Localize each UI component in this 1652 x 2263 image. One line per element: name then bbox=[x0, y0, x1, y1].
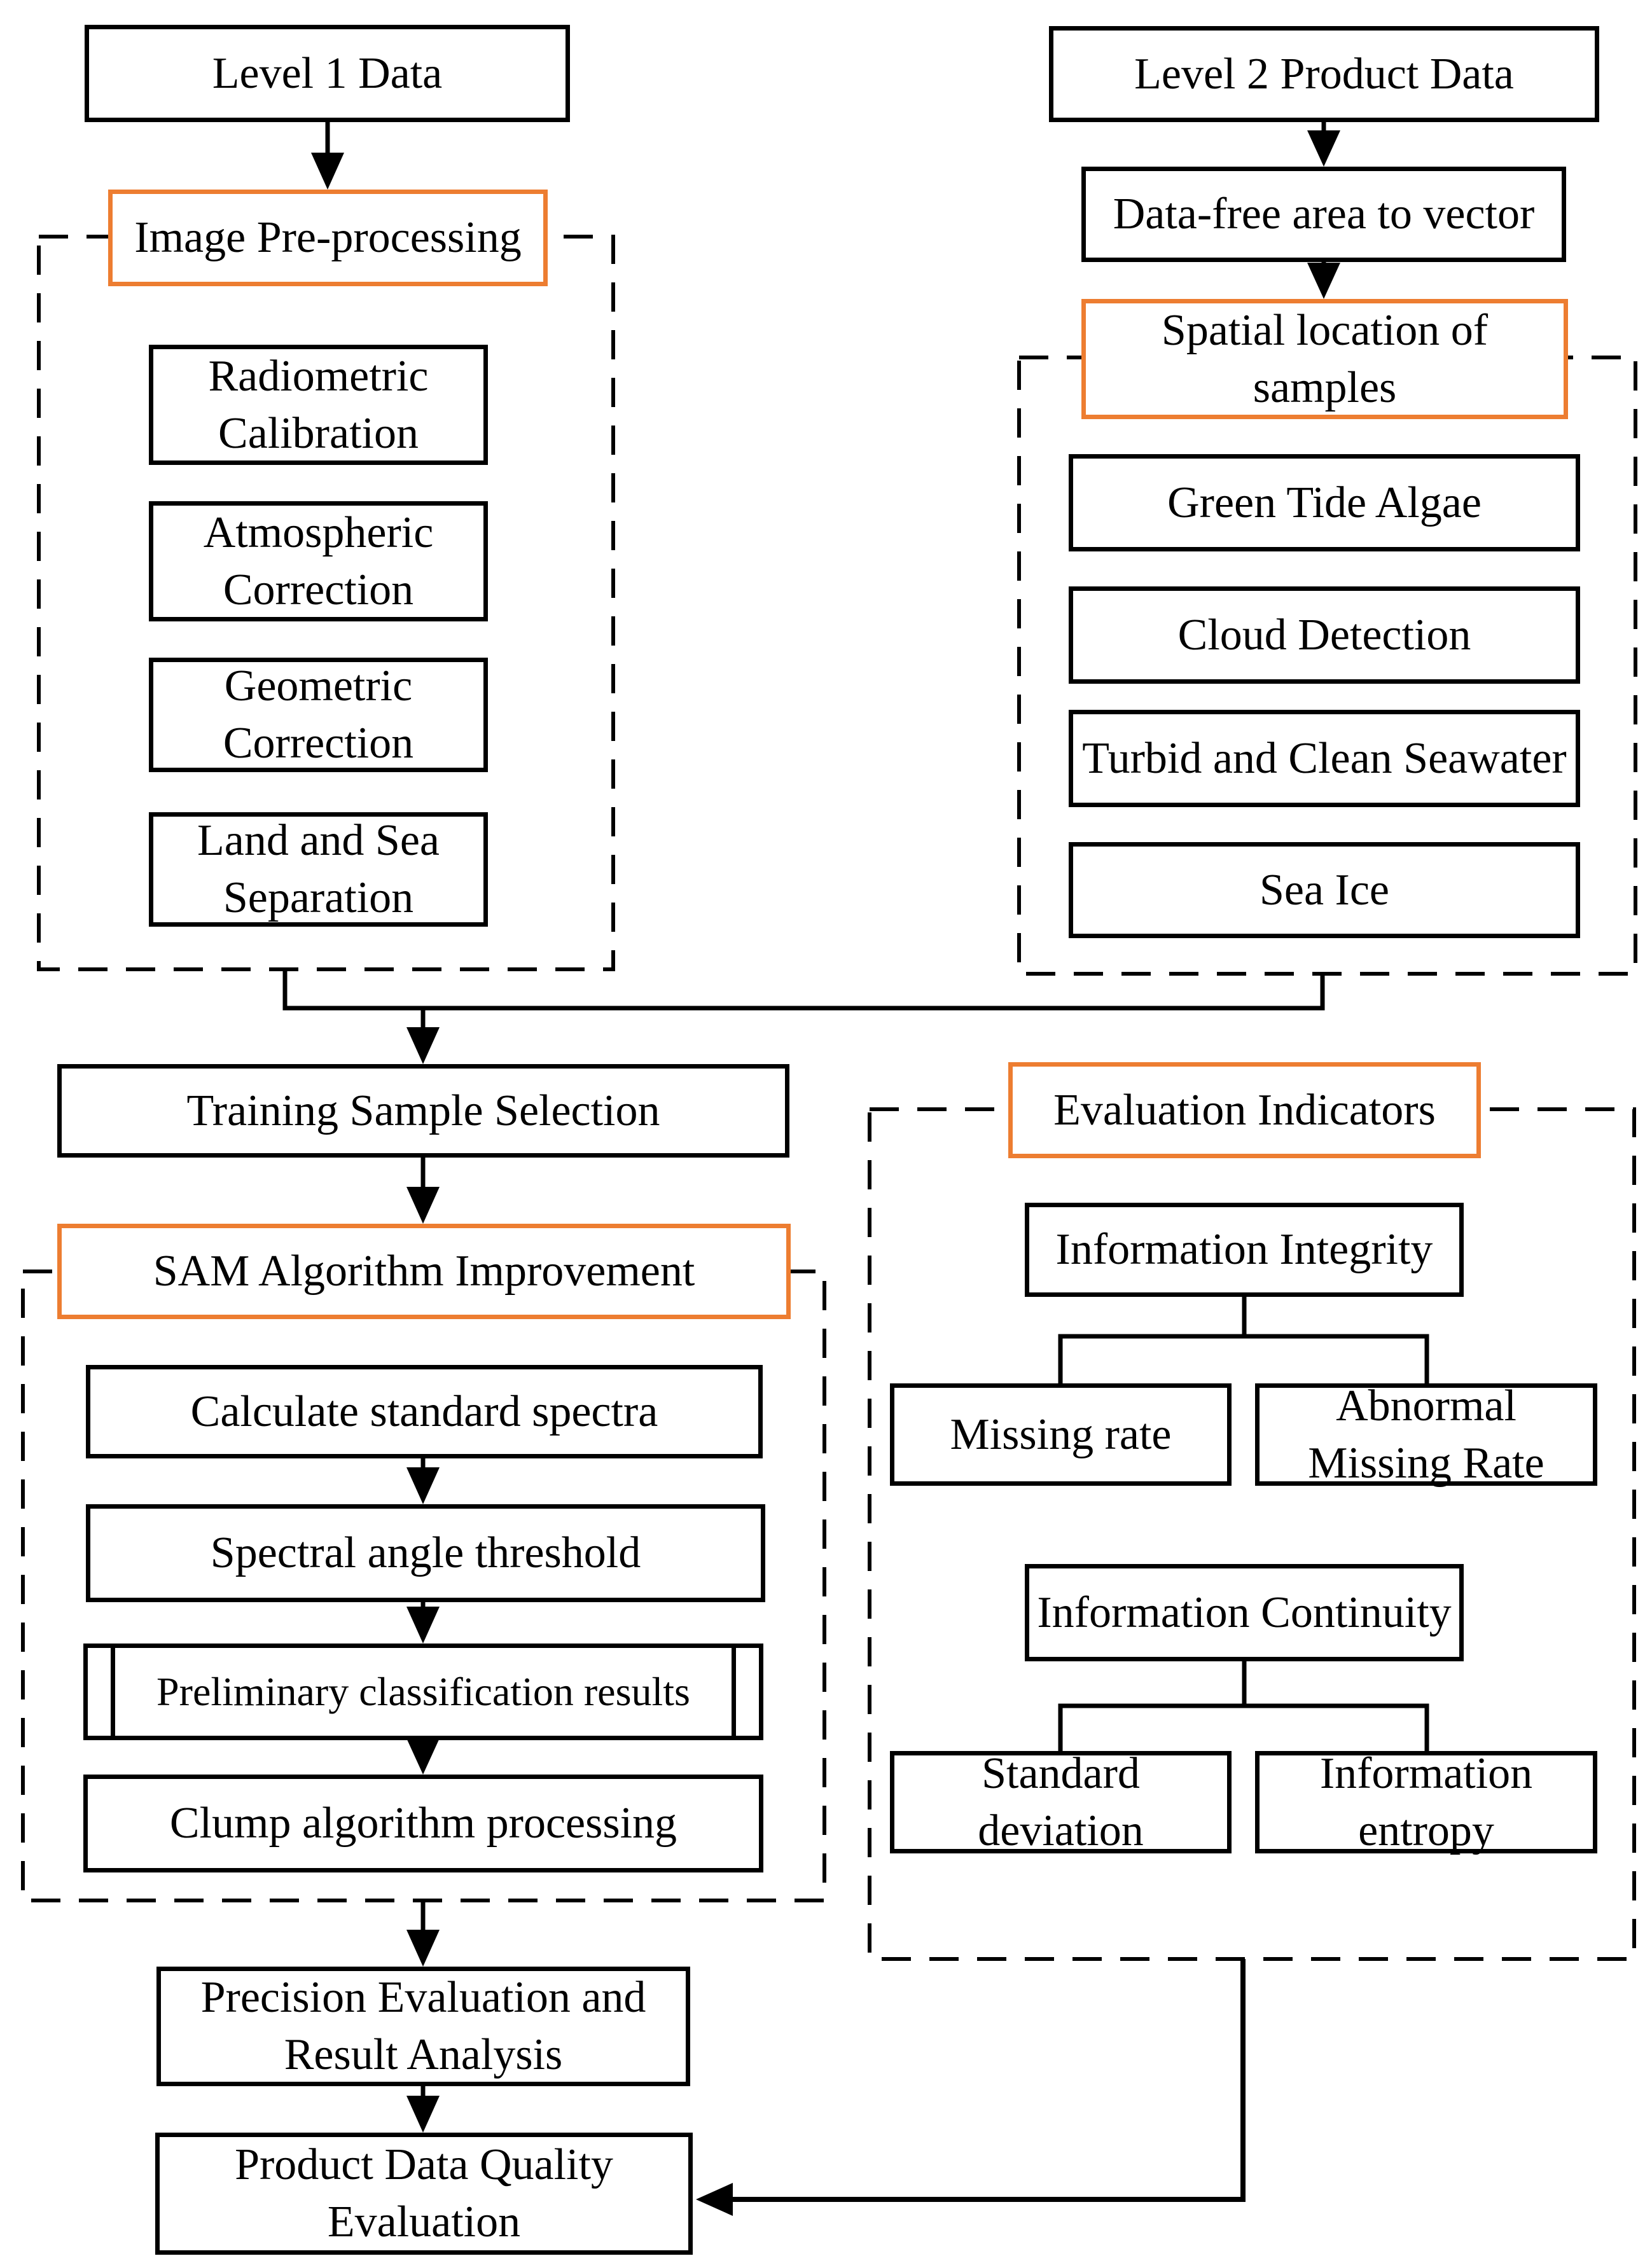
information-continuity-box: Information Continuity bbox=[1025, 1564, 1464, 1661]
missing-rate-box: Missing rate bbox=[890, 1383, 1232, 1486]
land-sea-separation-box: Land and Sea Separation bbox=[149, 812, 488, 927]
arrow-to-training-head bbox=[406, 1027, 440, 1064]
standard-deviation-box: Standard deviation bbox=[890, 1749, 1232, 1855]
atmospheric-correction-box: Atmospheric Correction bbox=[149, 501, 488, 621]
image-preprocessing-box: Image Pre-processing bbox=[108, 190, 548, 286]
arrow-sam-precision-head bbox=[406, 1930, 440, 1967]
spectral-angle-threshold-box: Spectral angle threshold bbox=[86, 1504, 765, 1602]
radiometric-calibration-box: Radiometric Calibration bbox=[149, 345, 488, 465]
product-data-quality-evaluation-box: Product Data Quality Evaluation bbox=[155, 2133, 693, 2255]
information-entropy-box: Information entropy bbox=[1255, 1749, 1597, 1855]
evaluation-to-product-elbow bbox=[732, 1959, 1246, 2202]
arrow-threshold-preliminary-head bbox=[406, 1607, 440, 1644]
arrow-training-sam-head bbox=[406, 1187, 440, 1224]
integrity-tree-branch bbox=[1058, 1334, 1429, 1387]
precision-evaluation-box: Precision Evaluation and Result Analysis bbox=[156, 1967, 690, 2086]
predefined-process-left-bar bbox=[111, 1648, 115, 1736]
preliminary-classification-results-label: Preliminary classification results bbox=[156, 1669, 690, 1715]
information-integrity-box: Information Integrity bbox=[1025, 1203, 1464, 1297]
geometric-correction-box: Geometric Correction bbox=[149, 658, 488, 772]
calculate-standard-spectra-box: Calculate standard spectra bbox=[86, 1365, 763, 1458]
training-sample-selection-box: Training Sample Selection bbox=[57, 1064, 789, 1158]
data-free-area-box: Data-free area to vector bbox=[1081, 167, 1566, 262]
evaluation-to-product-head bbox=[696, 2183, 733, 2216]
sam-algorithm-improvement-box: SAM Algorithm Improvement bbox=[57, 1224, 791, 1319]
abnormal-missing-rate-box: Abnormal Missing Rate bbox=[1255, 1381, 1597, 1488]
arrow-level2-head bbox=[1307, 130, 1340, 167]
predefined-process-right-bar bbox=[732, 1648, 736, 1736]
arrow-spectra-threshold-head bbox=[406, 1467, 440, 1504]
sea-ice-box: Sea Ice bbox=[1069, 842, 1580, 938]
evaluation-indicators-box: Evaluation Indicators bbox=[1008, 1062, 1481, 1158]
arrow-preliminary-clump-head bbox=[406, 1738, 440, 1775]
preliminary-classification-results-box: Preliminary classification results bbox=[83, 1644, 763, 1740]
clump-algorithm-processing-box: Clump algorithm processing bbox=[83, 1775, 763, 1872]
arrow-level1-head bbox=[311, 153, 344, 190]
green-tide-algae-box: Green Tide Algae bbox=[1069, 454, 1580, 551]
level2-product-data-box: Level 2 Product Data bbox=[1049, 26, 1599, 122]
merge-connector-line bbox=[282, 969, 1325, 1011]
continuity-tree-branch bbox=[1058, 1703, 1429, 1754]
level1-data-box: Level 1 Data bbox=[85, 25, 570, 122]
cloud-detection-box: Cloud Detection bbox=[1069, 586, 1580, 684]
arrow-datafree-head bbox=[1307, 263, 1340, 299]
spatial-location-box: Spatial location of samples bbox=[1081, 299, 1568, 419]
arrow-precision-product-head bbox=[406, 2096, 440, 2133]
turbid-clean-seawater-box: Turbid and Clean Seawater bbox=[1069, 710, 1580, 807]
